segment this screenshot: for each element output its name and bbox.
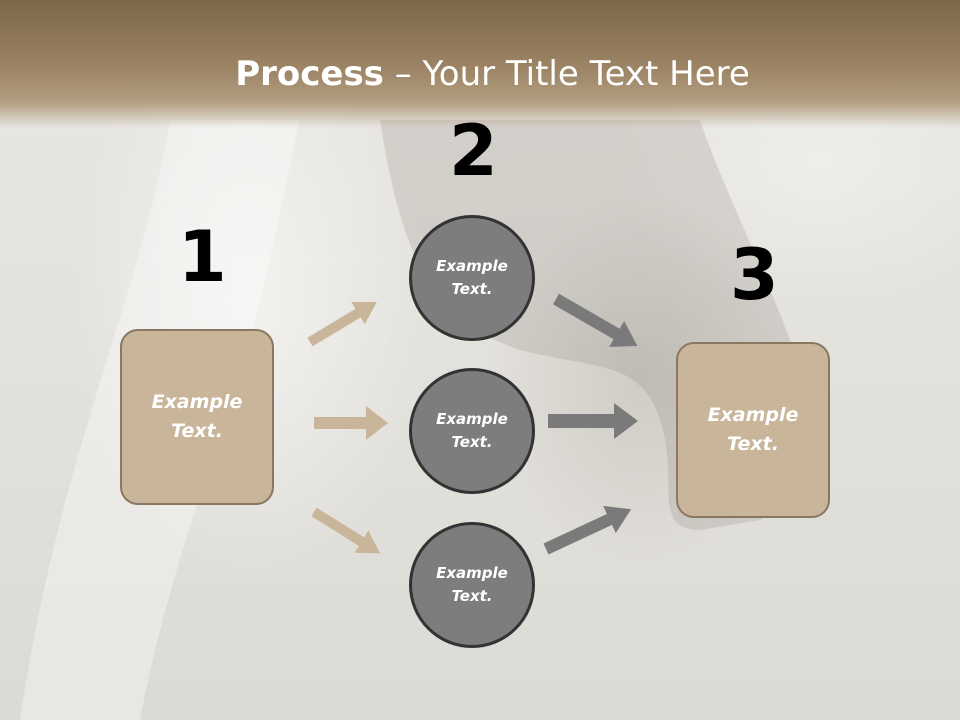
slide-title: Process – Your Title Text Here	[0, 52, 960, 96]
arrows-right-group	[543, 293, 638, 555]
step-number-3: 3	[730, 234, 779, 316]
arrows-left-group	[307, 301, 388, 554]
step-number-2: 2	[449, 110, 498, 192]
arrow-left-down	[311, 507, 381, 554]
title-rest: – Your Title Text Here	[383, 54, 750, 94]
title-bold: Process	[235, 54, 384, 94]
arrow-left-up	[307, 301, 377, 347]
title-bar	[0, 0, 960, 128]
arrow-right-middle	[548, 403, 638, 439]
step-number-1: 1	[178, 216, 227, 298]
arrow-right-up	[543, 505, 632, 555]
arrow-right-down	[553, 293, 638, 347]
arrow-left-middle	[314, 406, 388, 440]
